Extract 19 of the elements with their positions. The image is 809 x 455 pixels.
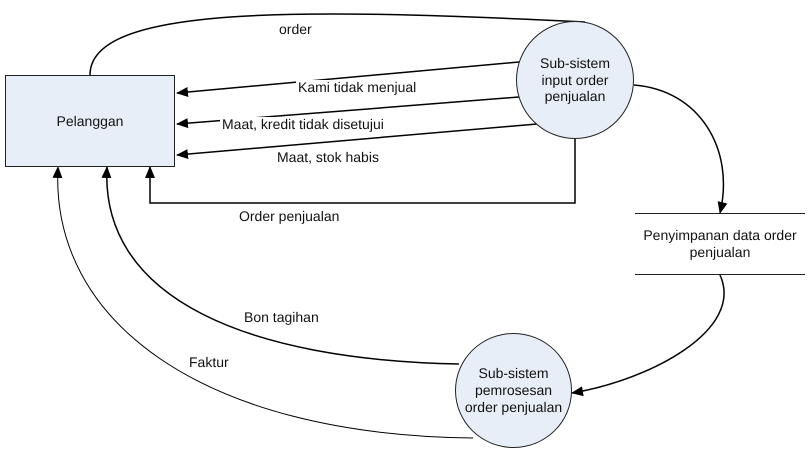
data-store: Penyimpanan data order penjualan <box>635 213 805 275</box>
arrow <box>145 139 576 204</box>
edge-label: Order penjualan <box>237 209 342 224</box>
process-circle: Sub-sistem input order penjualan <box>516 21 634 139</box>
entity-box: Pelanggan <box>5 75 175 167</box>
arrow <box>53 166 474 438</box>
edge-label: Faktur <box>187 355 231 370</box>
arrow <box>571 274 724 396</box>
arrow <box>176 123 538 160</box>
arrow <box>176 61 520 97</box>
arrow <box>634 84 727 214</box>
arrow <box>102 166 460 365</box>
arrow <box>176 96 520 128</box>
edge-label: Kami tidak menjual <box>296 80 418 96</box>
edge-label: Bon tagihan <box>242 310 321 326</box>
edge-label: Maat, kredit tidak disetujui <box>220 117 386 132</box>
edge-label: order <box>277 22 314 38</box>
edge-label: Maat, stok habis <box>275 150 381 166</box>
process-circle: Sub-sistem pemrosesan order penjualan <box>455 333 572 448</box>
